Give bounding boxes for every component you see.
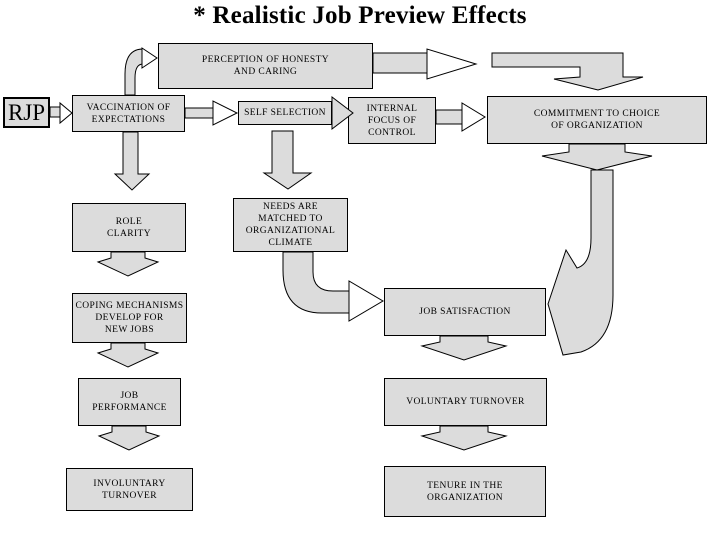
box-commitment: COMMITMENT TO CHOICE OF ORGANIZATION [487, 96, 707, 144]
box-role-clarity: ROLE CLARITY [72, 203, 186, 252]
box-internal-focus: INTERNAL FOCUS OF CONTROL [348, 97, 436, 144]
arrow-rjp-to-vaccination-icon [49, 101, 73, 125]
arrow-vaccination-to-self-selection-icon [184, 100, 239, 126]
box-perception: PERCEPTION OF HONESTY AND CARING [158, 43, 373, 89]
arrow-voluntary-to-tenure-icon [420, 425, 508, 451]
box-needs-matched: NEEDS ARE MATCHED TO ORGANIZATIONAL CLIM… [233, 198, 348, 252]
arrow-job-satisfaction-to-voluntary-icon [420, 335, 508, 361]
arrow-commitment-down-icon [541, 143, 653, 171]
slide-title: * Realistic Job Preview Effects [193, 2, 527, 29]
box-self-selection: SELF SELECTION [238, 101, 332, 125]
arrow-self-selection-down-to-needs-icon [262, 130, 313, 190]
arrow-role-clarity-to-coping-icon [96, 251, 160, 277]
box-involuntary-turnover: INVOLUNTARY TURNOVER [66, 468, 193, 511]
arrow-internal-focus-to-commitment-icon [435, 102, 486, 132]
arrow-commitment-curved-to-job-satisfaction-icon [547, 169, 614, 356]
box-vaccination: VACCINATION OF EXPECTATIONS [72, 95, 185, 132]
box-job-satisfaction: JOB SATISFACTION [384, 288, 546, 336]
arrow-perception-right-icon [372, 48, 478, 80]
arrow-vaccination-to-perception-icon [124, 47, 158, 96]
arrow-job-performance-to-involuntary-icon [97, 425, 161, 451]
box-job-performance: JOB PERFORMANCE [78, 378, 181, 426]
arrow-perception-bent-down-to-commitment-icon [491, 52, 644, 91]
box-tenure: TENURE IN THE ORGANIZATION [384, 466, 546, 517]
arrow-needs-elbow-to-job-satisfaction-icon [282, 251, 384, 322]
arrow-coping-to-job-performance-icon [96, 342, 160, 368]
arrow-vaccination-down-to-role-clarity-icon [113, 131, 151, 191]
box-voluntary-turnover: VOLUNTARY TURNOVER [384, 378, 547, 426]
box-rjp: RJP [3, 97, 50, 128]
box-coping: COPING MECHANISMS DEVELOP FOR NEW JOBS [72, 293, 187, 343]
